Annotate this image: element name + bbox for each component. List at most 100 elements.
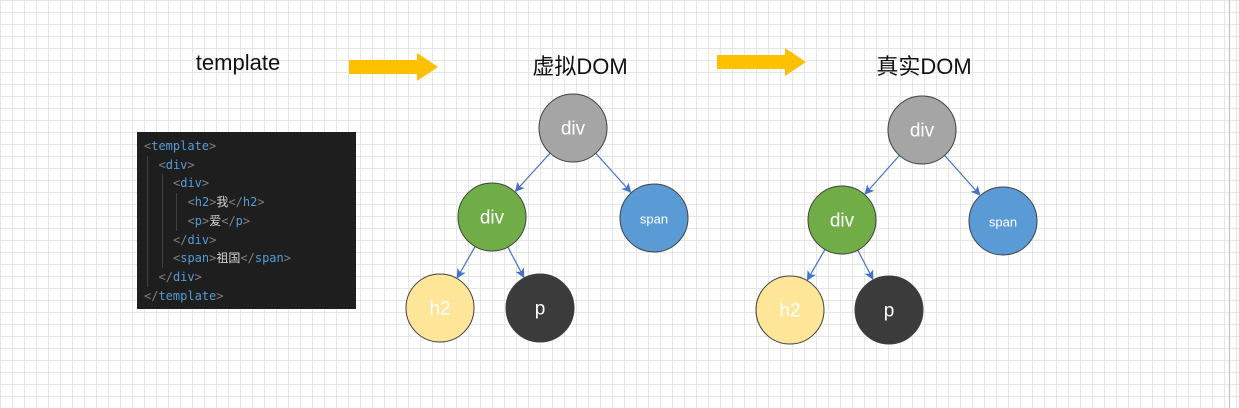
code-tag-name: p — [194, 213, 202, 228]
code-tag-name: div — [180, 176, 202, 191]
code-punctuation: > — [216, 288, 224, 303]
canvas-right-border — [1229, 0, 1230, 408]
code-tag-name: div — [187, 232, 210, 247]
code-punctuation: </ — [158, 269, 173, 284]
tree-node-div: div — [807, 185, 877, 255]
code-punctuation: > — [242, 213, 251, 228]
tree-edge-root-div — [514, 152, 551, 193]
indent-guide — [147, 193, 148, 212]
tree-node-p: p — [505, 273, 575, 343]
code-punctuation: </ — [173, 232, 188, 247]
code-tag-name: h2 — [242, 195, 258, 210]
indent-guide — [147, 174, 148, 194]
tree-edge-div-p — [857, 249, 874, 281]
code-tag-name: span — [180, 251, 210, 266]
indent-guide — [147, 211, 148, 231]
indent-guide — [161, 249, 163, 268]
tree-node-p: p — [854, 275, 924, 345]
code-text: 祖国 — [216, 251, 241, 266]
indent-guide — [147, 249, 148, 268]
indent-guide — [161, 230, 163, 250]
node-label: h2 — [779, 301, 800, 322]
node-label: span — [640, 212, 668, 227]
code-text: 我 — [216, 195, 229, 210]
code-line: </template> — [144, 287, 356, 306]
node-circle — [457, 182, 527, 252]
code-punctuation: < — [144, 139, 152, 153]
code-text: 爱 — [209, 213, 222, 228]
code-line: <div> — [144, 155, 356, 175]
node-circle — [538, 93, 608, 163]
code-tag-name: template — [158, 288, 217, 303]
tree-edge-div-h2 — [456, 246, 476, 279]
code-tag-name: template — [151, 139, 210, 153]
code-line: <template> — [144, 137, 356, 156]
node-circle — [405, 273, 475, 343]
tree-edge-div-h2 — [806, 249, 826, 281]
code-punctuation: > — [201, 213, 210, 228]
code-tag-name: span — [254, 251, 284, 266]
indent-guide — [147, 155, 148, 175]
code-tag-name: h2 — [194, 195, 210, 210]
right-arrow-icon — [349, 53, 438, 81]
node-circle — [807, 185, 877, 255]
node-label: span — [989, 215, 1017, 230]
node-circle — [887, 95, 957, 165]
code-punctuation: > — [194, 269, 202, 284]
code-punctuation: > — [209, 195, 217, 210]
code-punctuation: < — [173, 176, 181, 191]
node-circle — [505, 273, 575, 343]
indent-guide — [176, 193, 177, 212]
code-punctuation: </ — [228, 195, 243, 210]
tree-edge-root-div — [864, 155, 900, 195]
node-label: p — [884, 301, 895, 322]
code-punctuation: < — [173, 251, 181, 266]
indent-guide — [147, 267, 148, 287]
tree-node-root: div — [887, 95, 957, 165]
node-label: h2 — [429, 299, 450, 320]
tree-edge-div-p — [507, 246, 525, 279]
indent-guide — [176, 211, 177, 231]
code-punctuation: > — [283, 251, 291, 266]
code-line: <span>祖国</span> — [144, 249, 356, 268]
code-punctuation: > — [209, 251, 217, 266]
code-punctuation: > — [201, 176, 210, 191]
node-label: p — [535, 299, 546, 320]
node-circle — [854, 275, 924, 345]
code-line: </div> — [144, 230, 356, 250]
code-punctuation: </ — [144, 288, 159, 303]
code-line: <div> — [144, 174, 356, 194]
code-line: </div> — [144, 267, 356, 287]
tree-node-h2: h2 — [755, 275, 825, 345]
node-label: div — [561, 119, 586, 140]
virtual-dom-title: 虚拟DOM — [532, 54, 628, 79]
node-circle — [755, 275, 825, 345]
node-circle — [968, 186, 1038, 256]
right-arrow-icon — [717, 48, 806, 76]
code-tag-name: div — [172, 269, 195, 284]
node-label: div — [830, 211, 855, 232]
indent-guide — [161, 211, 163, 231]
code-tag-name: div — [165, 157, 188, 172]
code-punctuation: > — [187, 157, 195, 172]
tree-node-h2: h2 — [405, 273, 475, 343]
code-punctuation: < — [187, 213, 195, 228]
code-line: <h2>我</h2> — [144, 193, 356, 212]
code-punctuation: < — [187, 195, 195, 210]
node-label: div — [480, 208, 505, 229]
tree-node-root: div — [538, 93, 608, 163]
real-dom-title: 真实DOM — [876, 54, 972, 79]
code-punctuation: > — [257, 195, 265, 210]
template-code-block: <template><div><div><h2>我</h2><p>爱</p></… — [137, 132, 356, 309]
code-punctuation: < — [158, 157, 166, 172]
template-title: template — [195, 50, 281, 75]
tree-node-div: div — [457, 182, 527, 252]
code-punctuation: </ — [221, 213, 236, 228]
code-punctuation: > — [209, 232, 217, 247]
node-label: div — [910, 121, 935, 142]
tree-node-span: span — [968, 186, 1038, 256]
code-punctuation: </ — [240, 251, 255, 266]
code-punctuation: > — [209, 139, 217, 153]
